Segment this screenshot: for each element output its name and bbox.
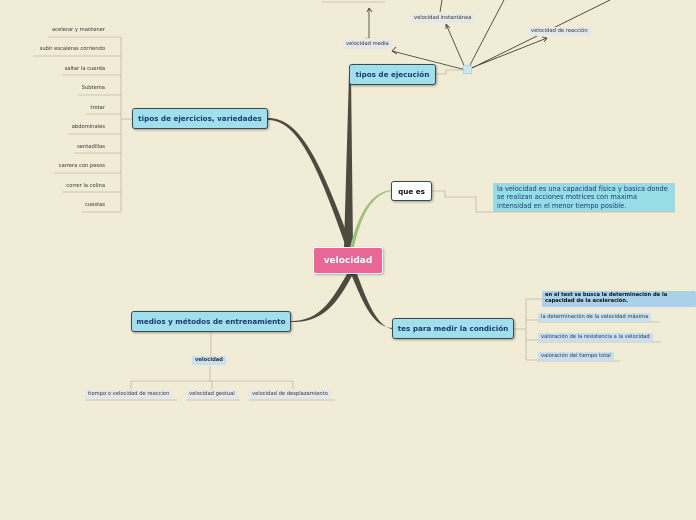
central-node[interactable]: velocidad — [313, 247, 383, 274]
leaf-medio[interactable]: velocidad de desplazamiento — [249, 390, 331, 399]
que-es-lines — [432, 190, 675, 213]
leaf-velocidad-media[interactable]: velocidad media — [343, 40, 392, 49]
leaf-ejercicio[interactable]: Subtema — [81, 85, 105, 91]
topic-medios-metodos[interactable]: medios y métodos de entrenamiento — [131, 311, 291, 332]
leaf-velocidad-instantanea[interactable]: velocidad instantánea — [411, 14, 475, 23]
leaf-ejercicio[interactable]: saltar la cuerda — [64, 66, 105, 72]
leaf-ejercicio[interactable]: sentadillas — [77, 144, 105, 150]
leaf-ejercicio[interactable]: trotar — [90, 105, 105, 111]
branch-tes — [351, 274, 392, 329]
subtopic-velocidad[interactable]: velocidad — [192, 356, 227, 365]
topic-tipos-ejecucion[interactable]: tipos de ejecución — [349, 64, 436, 85]
leaf-test[interactable]: valoración de la resistencia a la veloci… — [538, 333, 653, 342]
leaf-medio[interactable]: velocidad gestual — [186, 390, 238, 399]
junction-node[interactable] — [463, 65, 472, 74]
leaf-velocidad-reaccion[interactable]: velocidad de reacción — [528, 27, 591, 36]
ejercicios-lines — [33, 36, 132, 213]
leaf-ejercicio[interactable]: correr la colina — [66, 183, 105, 189]
leaf-ejercicio[interactable]: subir escaleras corriendo — [39, 46, 105, 52]
branch-que-es — [350, 190, 391, 247]
leaf-test[interactable]: en el test se busca la determinación de … — [542, 291, 696, 307]
branch-medios — [291, 274, 353, 323]
topic-tipos-ejercicios[interactable]: tipos de ejercicios, variedades — [132, 108, 268, 129]
leaf-ejercicio[interactable]: abdominales — [71, 124, 105, 130]
leaf-test[interactable]: valoración del tiempo total — [538, 352, 614, 361]
leaf-ejercicio[interactable]: cuestas — [85, 202, 105, 208]
branch-ejecucion — [344, 74, 353, 247]
topic-que-es[interactable]: que es — [391, 181, 432, 201]
branch-ejercicios — [268, 118, 352, 247]
definition-text[interactable]: la velocidad es una capacidad física y b… — [493, 183, 675, 212]
leaf-ejercicio[interactable]: carrera con pesos — [58, 163, 105, 169]
leaf-medio[interactable]: tiempo o velocidad de reaccion — [85, 390, 173, 399]
topic-tes[interactable]: tes para medir la condición — [392, 318, 514, 339]
leaf-test[interactable]: la determinación de la velocidad máxima — [538, 313, 652, 322]
leaf-ejercicio[interactable]: acelerar y mantener — [51, 27, 105, 33]
medios-lines — [85, 331, 335, 401]
